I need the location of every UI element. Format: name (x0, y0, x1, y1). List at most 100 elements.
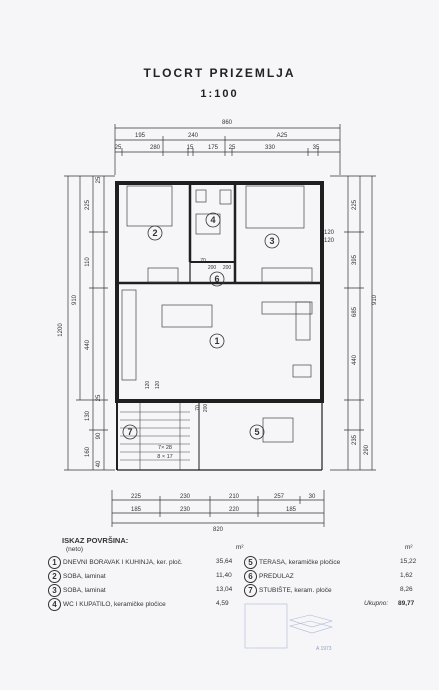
dim-right-segment: 685 (352, 306, 358, 317)
stairs-label: 7× 28 (158, 445, 172, 451)
legend-subtitle: (neto) (66, 546, 83, 553)
legend-value: 35,64 (216, 558, 233, 565)
wardrobe (261, 267, 313, 283)
dim-right-total: 910 (372, 294, 378, 305)
dining-table (161, 304, 213, 328)
dim-top-total: 860 (222, 120, 233, 126)
legend-value: 4,59 (216, 600, 229, 607)
terrace-table (262, 417, 294, 443)
door-label: 70 (200, 258, 206, 264)
bed (245, 185, 305, 229)
sink (219, 189, 232, 205)
dim-right-small: 120 (324, 230, 335, 236)
door-label: 200 (208, 265, 217, 271)
dim-top-row2: 25 (229, 145, 236, 151)
legend-value: 13,04 (216, 586, 233, 593)
bathtub (195, 213, 221, 235)
legend-value: 8,26 (400, 586, 413, 593)
staircase (120, 403, 190, 470)
wardrobe (147, 267, 179, 283)
tv-unit (292, 364, 312, 378)
dim-top-row2: 330 (265, 145, 276, 151)
dim-right-segment: 235 (352, 434, 358, 445)
dim-right-segment: 440 (352, 354, 358, 365)
dim-left-small: 25 (96, 394, 102, 401)
dim-bottom-row2: 230 (180, 507, 191, 513)
dim-bottom-row2: 185 (131, 507, 142, 513)
inner-label: 200 (203, 404, 209, 413)
dim-right-segment: 290 (364, 444, 370, 455)
inner-label: 120 (155, 381, 161, 390)
exterior-wall (115, 181, 324, 403)
dim-top-mid: 240 (188, 133, 199, 139)
kitchen-counter (121, 289, 137, 381)
room-marker (147, 225, 163, 241)
drawing-title: TLOCRT PRIZEMLJA (143, 66, 296, 80)
room-marker (249, 424, 265, 440)
dim-bottom-row1: 210 (229, 494, 240, 500)
room-marker (205, 212, 221, 228)
stairs-label: 8 × 17 (157, 454, 172, 460)
dim-bottom-total: 820 (213, 527, 224, 533)
legend-value: 11,40 (216, 572, 232, 579)
dim-left-910: 910 (72, 294, 78, 305)
dim-top-row2: 280 (150, 145, 161, 151)
room-number: 6 (214, 274, 219, 284)
dim-left-total: 1200 (58, 323, 64, 337)
room-number: 5 (254, 427, 259, 437)
dim-bottom-row2: 220 (229, 507, 240, 513)
inner-label: 70 (195, 405, 201, 411)
stamp-code: A 1973 (316, 646, 332, 652)
dim-left-segment: 440 (85, 339, 91, 350)
dim-left-segment: 130 (85, 410, 91, 421)
dim-right-small: 120 (324, 238, 335, 244)
legend-unit: m² (405, 544, 413, 551)
room-number: 2 (152, 228, 157, 238)
room-number: 4 (210, 215, 215, 225)
legend-title: ISKAZ POVRŠINA: (62, 536, 129, 545)
room-number: 7 (127, 427, 132, 437)
room-marker (122, 424, 138, 440)
dim-right-segment: 395 (352, 254, 358, 265)
drawing-scale: 1:100 (200, 88, 239, 100)
legend-value: 15,22 (400, 558, 417, 565)
door-label: 200 (223, 265, 232, 271)
sofa (261, 301, 313, 315)
dim-bottom-row1: 225 (131, 494, 142, 500)
toilet (195, 189, 207, 203)
room-marker (209, 271, 225, 287)
total-value: 89,77 (398, 600, 415, 607)
dim-left-segment: 225 (85, 199, 91, 210)
dim-left-segment: 110 (85, 257, 91, 267)
dim-bottom-row1: 230 (180, 494, 191, 500)
total-label: Ukupno: (364, 600, 389, 607)
dim-top-right: A25 (277, 133, 288, 139)
dim-bottom-row1: 257 (274, 494, 285, 500)
sofa (295, 301, 311, 341)
inner-label: 120 (145, 381, 151, 390)
bed (126, 185, 173, 227)
dim-top-row2: 175 (208, 145, 219, 151)
room-marker (209, 333, 225, 349)
legend-value: 1,62 (400, 572, 413, 579)
room-number: 1 (214, 336, 219, 346)
dim-bottom-row1: 30 (309, 494, 316, 500)
dim-left-small: 40 (96, 460, 102, 467)
dim-left-small: 25 (96, 176, 102, 183)
dim-top-row2: 15 (187, 145, 194, 151)
dim-left-segment: 160 (85, 446, 91, 457)
dim-bottom-row2: 185 (286, 507, 297, 513)
dim-top-row2: 35 (313, 145, 320, 151)
dim-top-left: 195 (135, 133, 146, 139)
room-marker (264, 233, 280, 249)
